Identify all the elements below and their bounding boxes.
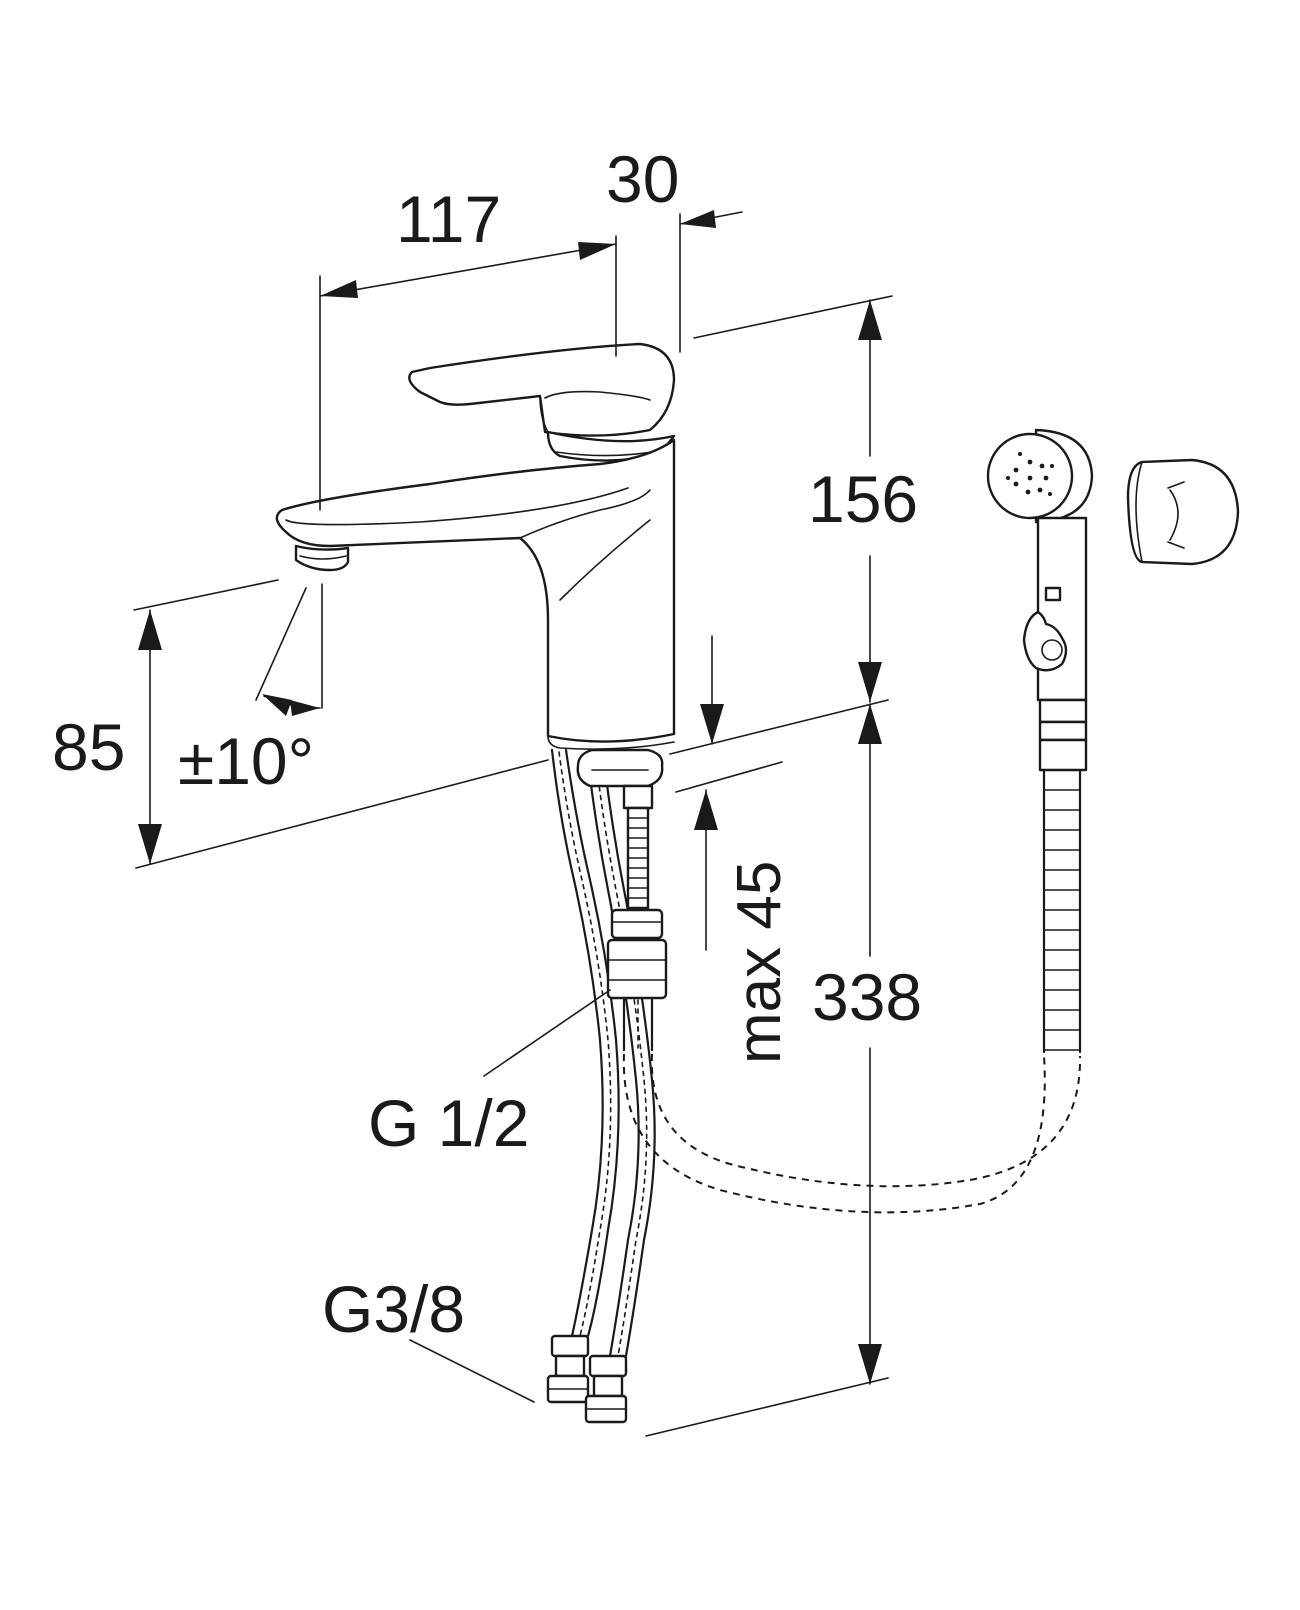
dim-handle-offset: 30 bbox=[606, 142, 679, 216]
label-supply-thread: G3/8 bbox=[322, 1272, 465, 1346]
label-shower-thread: G 1/2 bbox=[368, 1086, 529, 1160]
dim-spout-height: 85 bbox=[52, 710, 125, 784]
dim-body-height: 156 bbox=[808, 462, 918, 536]
faucet-body bbox=[275, 342, 676, 750]
wall-holder bbox=[1126, 458, 1240, 566]
dim-swivel-angle: ±10° bbox=[178, 724, 314, 798]
mounting-kit bbox=[576, 748, 668, 1000]
hand-shower bbox=[986, 428, 1094, 772]
dim-spout-reach: 117 bbox=[396, 182, 501, 256]
dim-hose-length: 338 bbox=[812, 960, 922, 1034]
supply-hoses bbox=[550, 748, 656, 1358]
dim-max-deck-thickness: max 45 bbox=[725, 861, 794, 1064]
dimension-lines bbox=[133, 210, 893, 1437]
spray-nozzles bbox=[1006, 452, 1054, 496]
supply-connectors bbox=[546, 1334, 628, 1424]
